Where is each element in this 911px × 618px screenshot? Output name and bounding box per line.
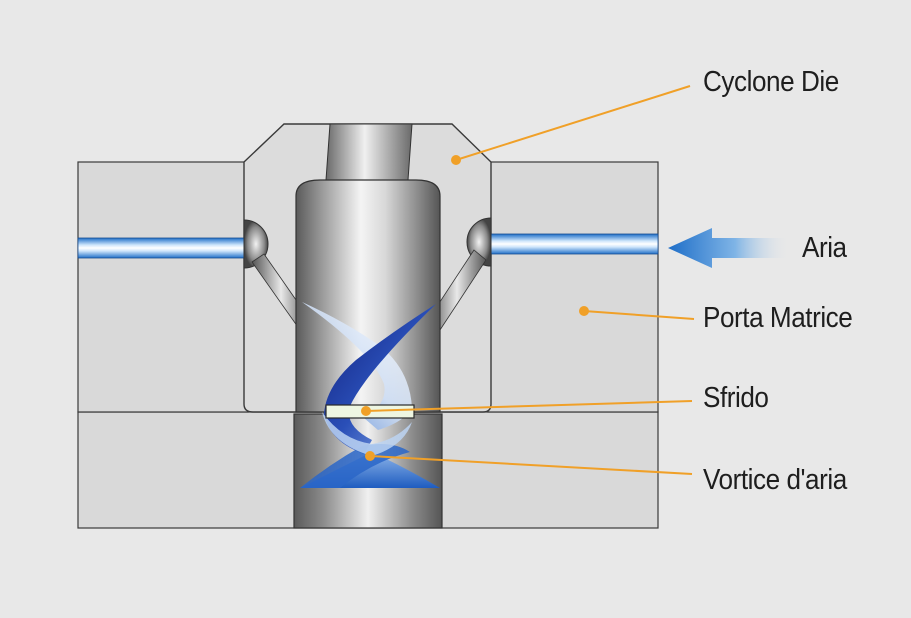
- left-holder-block: [77, 161, 249, 413]
- leader-porta-matrice: [583, 310, 695, 320]
- label-cyclone-die: Cyclone Die: [703, 66, 839, 98]
- vortex-light-ribbon: [302, 302, 412, 430]
- label-vortice: Vortice d'aria: [703, 464, 847, 496]
- vortex-base-left: [300, 444, 410, 488]
- dot-porta-matrice: [579, 306, 589, 316]
- punch-stem: [325, 123, 413, 181]
- leader-cyclone-die: [455, 85, 691, 161]
- arrow-left-icon: [668, 228, 790, 268]
- leader-dots: [361, 155, 589, 461]
- dot-sfrido: [361, 406, 371, 416]
- vortex-mid-swirl: [322, 412, 412, 456]
- air-channel-right: [487, 233, 659, 255]
- label-porta-matrice: Porta Matrice: [703, 302, 853, 334]
- label-aria: Aria: [802, 232, 847, 264]
- punch-body: [295, 179, 441, 413]
- dot-cyclone-die: [451, 155, 461, 165]
- dot-vortice: [365, 451, 375, 461]
- vortex-dark-ribbon: [324, 304, 436, 454]
- leader-vortice: [369, 455, 693, 475]
- leader-lines: [365, 85, 695, 475]
- label-sfrido: Sfrido: [703, 382, 769, 414]
- right-holder-block: [487, 161, 659, 413]
- air-channel-left: [77, 237, 249, 259]
- leader-sfrido: [365, 400, 693, 412]
